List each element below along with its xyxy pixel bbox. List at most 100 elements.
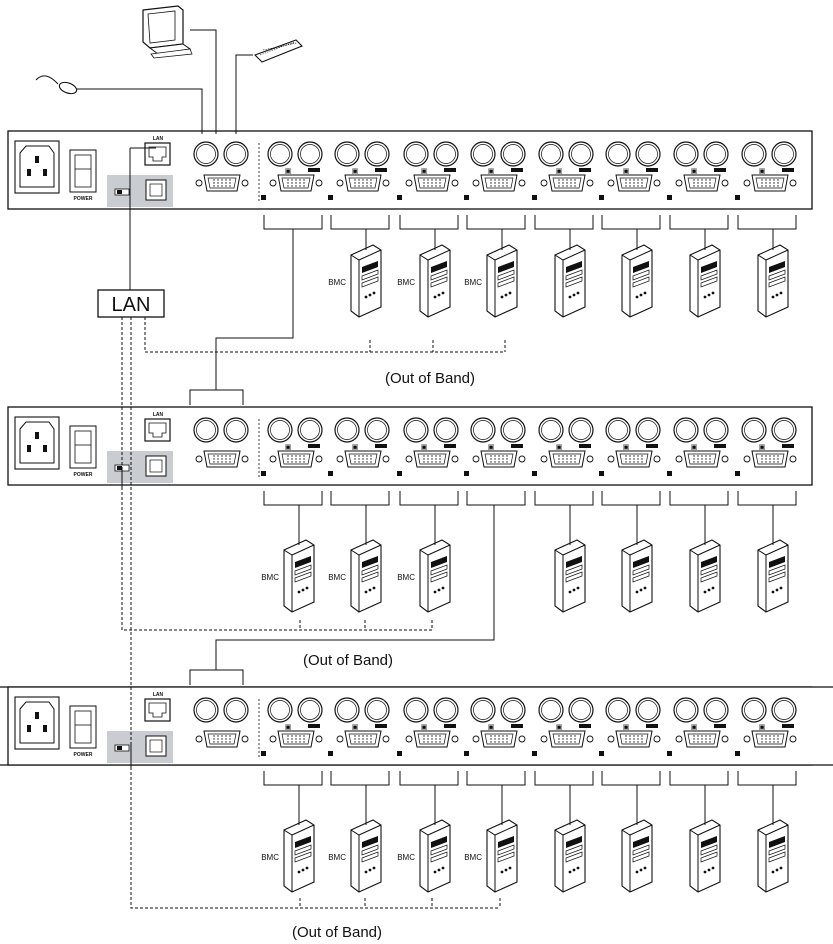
vga-pin — [303, 185, 305, 187]
server-led — [771, 295, 775, 299]
server-led — [643, 291, 647, 295]
ps2-port-icon — [673, 141, 699, 167]
vga-pin — [761, 179, 763, 181]
vga-pin — [358, 735, 360, 737]
mouse-mark-icon: ▣ — [759, 444, 766, 451]
vga-pin — [761, 182, 763, 184]
vga-pin — [701, 455, 703, 457]
vga-pin — [494, 458, 496, 460]
vga-pin — [773, 461, 775, 463]
vga-pin — [697, 182, 699, 184]
ps2-inner — [436, 420, 456, 440]
server-bay — [768, 571, 786, 583]
out-of-band-label: (Out of Band) — [292, 924, 382, 941]
vga-pin — [705, 182, 707, 184]
ps2-inner — [676, 700, 696, 720]
ps2-inner — [300, 700, 320, 720]
screw-hole — [451, 179, 459, 187]
ps2-port-icon — [470, 141, 496, 167]
vga-pin — [439, 185, 441, 187]
vga-pin — [225, 741, 227, 743]
vga-port-icon — [743, 450, 797, 468]
power-socket-icon — [14, 416, 60, 470]
vga-pin — [287, 461, 289, 463]
ps2-inner — [337, 700, 357, 720]
screw-hole — [241, 735, 249, 743]
socket-body — [19, 145, 55, 188]
vga-pin — [366, 741, 368, 743]
screw-hole — [675, 455, 683, 463]
port-led — [599, 751, 604, 756]
rj11-inner — [149, 183, 163, 197]
port-bracket — [601, 491, 661, 506]
port-led — [261, 195, 266, 200]
vga-pin — [566, 741, 568, 743]
vga-pin — [221, 185, 223, 187]
ps2-port-icon — [538, 697, 564, 723]
port-bracket — [669, 771, 729, 786]
port-bracket — [263, 771, 323, 786]
screw-hole — [607, 735, 615, 743]
vga-pin — [705, 735, 707, 737]
server-bay — [361, 851, 379, 863]
ps2-inner — [608, 420, 628, 440]
monitor-cable — [190, 29, 217, 134]
vga-pin — [229, 458, 231, 460]
keyboard-mark-icon — [714, 444, 726, 448]
ps2-port-icon — [741, 417, 767, 443]
vga-pin — [303, 179, 305, 181]
ps2-inner — [473, 700, 493, 720]
server-led — [437, 588, 441, 592]
vga-pin — [641, 182, 643, 184]
vga-pin — [701, 185, 703, 187]
vga-pin — [498, 179, 500, 181]
ps2-port-icon — [771, 417, 797, 443]
vga-pin — [221, 738, 223, 740]
server-bay — [769, 836, 785, 848]
vga-pin — [697, 179, 699, 181]
server-bay — [566, 261, 582, 273]
vga-pin — [303, 461, 305, 463]
server-led — [711, 586, 715, 590]
console-vga-port-icon — [195, 174, 249, 192]
socket-body — [19, 701, 55, 744]
vga-pin — [773, 738, 775, 740]
vga-pin — [701, 179, 703, 181]
ps2-port-icon — [403, 697, 429, 723]
ps2-port-icon — [267, 141, 293, 167]
server-bay — [565, 571, 583, 583]
server-icon — [554, 539, 586, 613]
vga-pin — [629, 185, 631, 187]
vga-pin — [362, 455, 364, 457]
vga-pin — [490, 741, 492, 743]
vga-port-icon — [269, 174, 323, 192]
ps2-inner — [337, 420, 357, 440]
vga-pin — [217, 179, 219, 181]
screw-hole — [451, 455, 459, 463]
vga-port-icon — [336, 730, 390, 748]
vga-pin — [494, 735, 496, 737]
mouse-icon — [35, 75, 78, 95]
vga-pin — [490, 455, 492, 457]
server-icon — [689, 244, 721, 318]
server-led — [368, 868, 372, 872]
vga-pin — [291, 182, 293, 184]
server-bay — [430, 276, 448, 288]
vga-port-icon — [472, 450, 526, 468]
vga-pin — [761, 735, 763, 737]
socket-pin — [43, 169, 47, 176]
keyboard-keys — [259, 41, 295, 56]
mouse-mark-icon: ▣ — [352, 724, 359, 731]
socket-pin — [35, 432, 39, 439]
power-switch-icon — [69, 705, 97, 749]
vga-pin — [558, 741, 560, 743]
screw-hole — [789, 179, 797, 187]
vga-pin — [362, 182, 364, 184]
server-bay — [700, 564, 718, 576]
vga-pin — [370, 738, 372, 740]
vga-port-icon — [675, 450, 729, 468]
vga-pin — [221, 735, 223, 737]
keyboard-mark-icon — [579, 168, 591, 172]
vga-pin — [498, 741, 500, 743]
server-bay — [497, 851, 515, 863]
